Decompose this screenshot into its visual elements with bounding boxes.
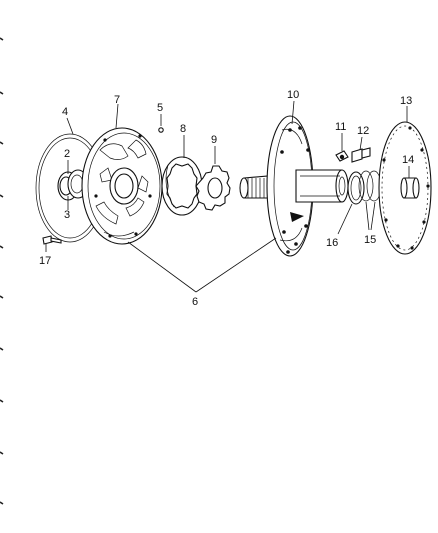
callout-5: 5 bbox=[157, 102, 163, 114]
outer-gear-part bbox=[161, 156, 203, 216]
callout-4: 4 bbox=[62, 106, 68, 118]
callout-10: 10 bbox=[287, 89, 299, 101]
leader-lines bbox=[45, 100, 410, 293]
callout-8: 8 bbox=[180, 123, 186, 135]
callout-15: 15 bbox=[364, 234, 376, 246]
check-ball-part bbox=[158, 127, 164, 133]
callout-3: 3 bbox=[64, 209, 70, 221]
callout-6: 6 bbox=[192, 296, 198, 308]
callout-13: 13 bbox=[400, 95, 412, 107]
callout-2: 2 bbox=[64, 148, 70, 160]
callout-11: 11 bbox=[335, 121, 346, 133]
callout-12: 12 bbox=[357, 125, 369, 137]
callout-17: 17 bbox=[39, 255, 51, 267]
pump-body-plate-part bbox=[81, 127, 163, 245]
bushing-part bbox=[400, 177, 420, 199]
plug-part bbox=[335, 150, 349, 162]
callout-9: 9 bbox=[211, 134, 217, 146]
seal-ring-part bbox=[347, 171, 365, 205]
stator-shaft-support-part bbox=[239, 115, 349, 257]
callout-14: 14 bbox=[402, 154, 414, 166]
margin-tick-marks bbox=[0, 37, 4, 505]
inner-gear-part bbox=[195, 165, 231, 211]
screw-part bbox=[42, 235, 62, 245]
callout-7: 7 bbox=[114, 94, 120, 106]
callout-labels: 2 3 4 5 6 7 8 9 10 11 12 13 14 15 16 17 bbox=[39, 89, 414, 308]
bolt-part bbox=[351, 147, 371, 163]
callout-16: 16 bbox=[326, 237, 338, 249]
